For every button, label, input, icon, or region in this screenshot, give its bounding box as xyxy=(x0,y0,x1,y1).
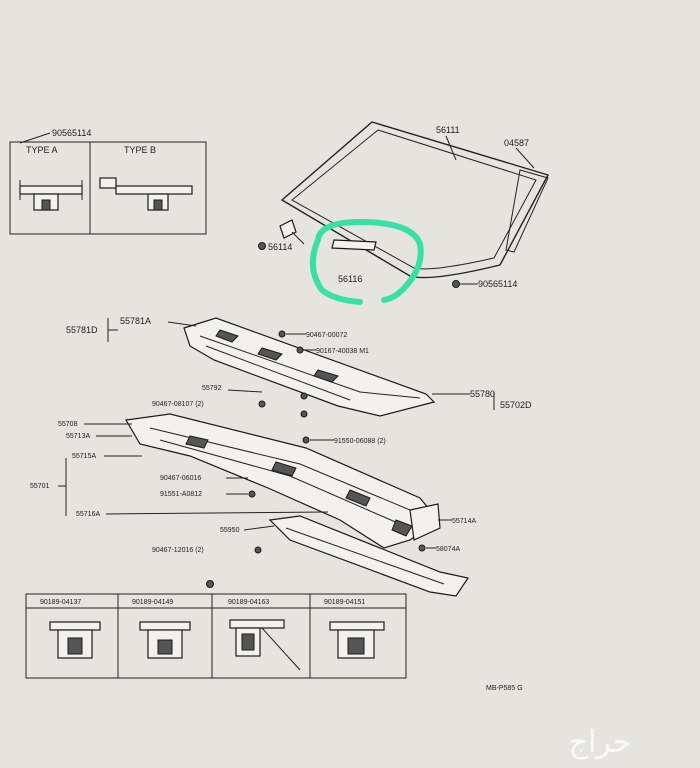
label-part-55715: 55715A xyxy=(72,453,96,460)
left-labels: 55708 55713A 55715A 55701 55716A xyxy=(30,421,329,518)
clip-left: 56114 xyxy=(258,219,305,252)
clip-table-header-1: 90189-04137 xyxy=(40,599,81,606)
label-type-b: TYPE B xyxy=(124,145,156,155)
label-clip-90467: 90467-08107 (2) xyxy=(152,401,204,408)
highlighted-part-shape xyxy=(331,239,377,251)
label-cowl-left-ref: 55781D xyxy=(66,325,98,335)
clip-1-icon xyxy=(49,621,101,659)
label-bolt-1: 90467-00072 xyxy=(306,332,347,339)
label-part-55716: 55716A xyxy=(76,511,100,518)
label-highlighted-part: 56116 xyxy=(338,274,362,284)
label-clip-left: 56114 xyxy=(268,242,292,252)
windshield-molding xyxy=(505,169,549,253)
cowl-top-panel: 55781A 55781D xyxy=(66,316,436,417)
right-lower-labels: 55714A 58074A xyxy=(418,518,476,553)
clip-2-icon xyxy=(139,621,191,659)
label-part-55713: 55713A xyxy=(66,433,90,440)
highlighted-part-group: 56116 xyxy=(309,218,424,305)
type-b-clip-icon xyxy=(99,177,193,211)
label-bolt-4: 91551-A0812 xyxy=(160,491,202,498)
brace-group: 55950 90467-12016 (2) xyxy=(152,515,469,597)
clip-type-box: 90565114 TYPE A TYPE B xyxy=(9,128,207,235)
label-part-55792: 55792 xyxy=(202,385,222,392)
clip-table-header-2: 90189-04149 xyxy=(132,599,173,606)
panel-right-group: 55780 55702D xyxy=(432,389,532,410)
watermark-text: حراج xyxy=(569,725,632,760)
label-part-55714: 55714A xyxy=(452,518,476,525)
clip-table: 90189-04137 90189-04149 90189-04163 9018… xyxy=(25,593,407,679)
label-panel-main: 55701 xyxy=(30,483,50,490)
label-page-code: MB-P585 G xyxy=(486,685,523,692)
clip-table-header-3: 90189-04163 xyxy=(228,599,269,606)
label-brace: 55950 xyxy=(220,527,240,534)
mid-labels: 91550-06088 (2) 90467-06016 91551-A0812 xyxy=(160,436,386,498)
label-part-55708: 55708 xyxy=(58,421,78,428)
label-type-a: TYPE A xyxy=(26,145,58,155)
label-cowl-top: 55781A xyxy=(120,316,151,326)
label-windshield: 56111 xyxy=(436,125,460,135)
clip-3-icon xyxy=(229,619,301,671)
label-bolt-3: 91550-06088 (2) xyxy=(334,438,386,445)
label-seal-right: 55702D xyxy=(500,400,532,410)
type-a-clip-icon xyxy=(19,180,83,211)
label-clip-right: 90565114 xyxy=(478,279,517,289)
label-clip-4: 90467-06016 xyxy=(160,475,201,482)
highlight-circle xyxy=(309,218,424,305)
bolts-top: 90467-00072 90167-40038 M1 xyxy=(278,330,369,355)
part-55792-group: 55792 90467-08107 (2) xyxy=(152,385,308,418)
windshield-glass: 56111 04587 xyxy=(280,121,550,279)
clip-table-header-4: 90189-04151 xyxy=(324,599,365,606)
cowl-lower-panel xyxy=(125,413,441,549)
label-clip-6: 58074A xyxy=(436,546,460,553)
label-panel-right: 55780 xyxy=(470,389,495,399)
label-clip-5: 90467-12016 (2) xyxy=(152,547,204,554)
clip-right: 90565114 xyxy=(452,279,517,289)
label-clip-group: 90565114 xyxy=(52,128,91,138)
label-molding-right: 04587 xyxy=(504,138,529,148)
label-bolt-2: 90167-40038 M1 xyxy=(316,348,369,355)
clip-4-icon xyxy=(329,621,385,659)
